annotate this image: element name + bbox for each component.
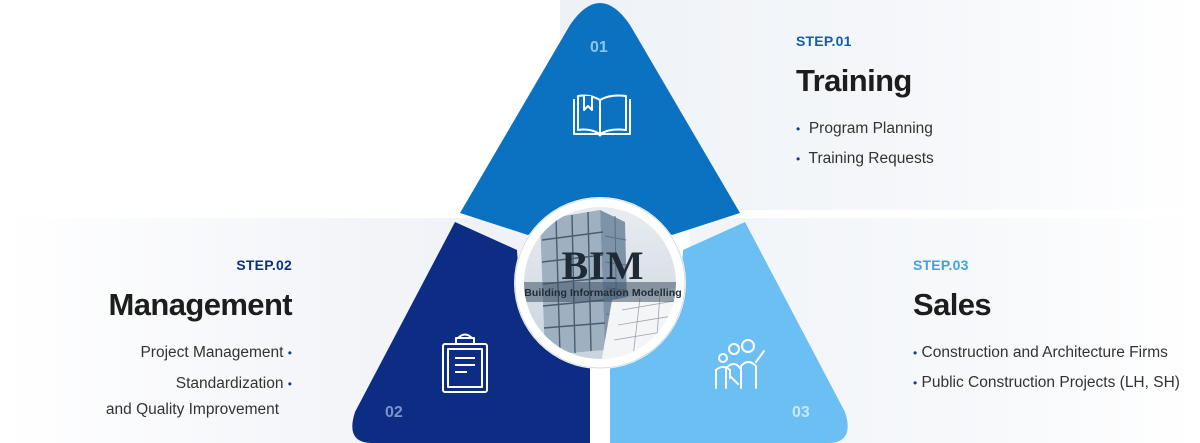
center-subtitle: Building Information Modelling bbox=[524, 287, 682, 299]
step3-block: STEP.03 Sales • Construction and Archite… bbox=[913, 257, 1180, 401]
segment-01-number: 01 bbox=[590, 39, 608, 56]
step3-list: • Construction and Architecture Firms • … bbox=[913, 341, 1180, 395]
clipboard-icon bbox=[442, 333, 488, 393]
step1-block: STEP.01 Training • Program Planning • Tr… bbox=[796, 33, 934, 177]
step1-title: Training bbox=[796, 63, 912, 98]
segment-02-number: 02 bbox=[385, 404, 403, 421]
list-item: • Public Construction Projects (LH, SH) bbox=[913, 374, 1180, 391]
center-title: BIM bbox=[562, 243, 645, 288]
segment-02 bbox=[352, 222, 590, 443]
list-item: • Training Requests bbox=[796, 150, 934, 167]
step2-list: Project Management • Standardization •an… bbox=[60, 341, 292, 423]
segment-03-number: 03 bbox=[792, 404, 810, 421]
step1-label: STEP.01 bbox=[796, 33, 852, 49]
step2-title: Management bbox=[108, 287, 293, 322]
segment-03 bbox=[610, 222, 848, 443]
step1-list: • Program Planning • Training Requests bbox=[796, 117, 934, 171]
list-item: Standardization •and Quality Improvement bbox=[105, 375, 292, 418]
open-book-icon bbox=[573, 94, 631, 137]
step2-label: STEP.02 bbox=[236, 257, 292, 273]
people-icon bbox=[715, 339, 765, 389]
step3-title: Sales bbox=[913, 287, 992, 322]
list-item: • Construction and Architecture Firms bbox=[913, 344, 1168, 361]
list-item: Project Management • bbox=[140, 344, 292, 361]
step2-block: STEP.02 Management Project Management • … bbox=[60, 257, 293, 429]
step3-label: STEP.03 bbox=[913, 257, 969, 273]
list-item: • Program Planning bbox=[796, 120, 933, 137]
